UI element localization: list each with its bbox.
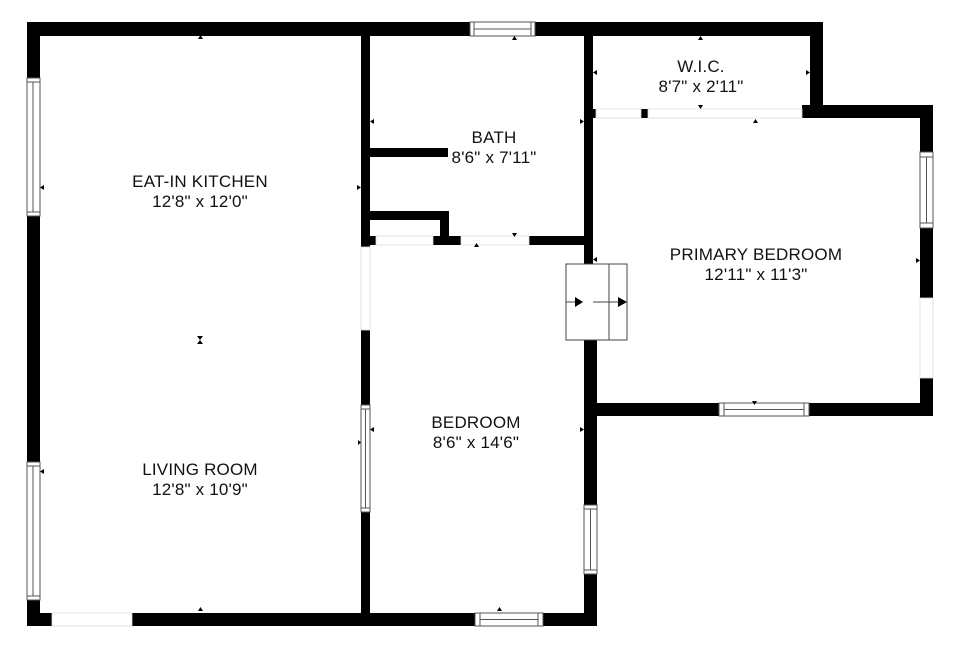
wall-primary-right-mid bbox=[920, 228, 933, 298]
room-eat-in-kitchen: EAT-IN KITCHEN 12'8" x 12'0" bbox=[132, 172, 268, 212]
wall-primary-bottom-left bbox=[585, 403, 719, 416]
opening-wic-door bbox=[595, 108, 642, 119]
wall-wic-bottom-a bbox=[590, 109, 596, 118]
wall-kitchen-bath bbox=[361, 22, 370, 247]
closet-sliding-door bbox=[565, 263, 628, 341]
wall-bath-bottom-c bbox=[529, 236, 587, 245]
wall-bath-bottom-b bbox=[433, 236, 461, 245]
room-name: BATH bbox=[471, 128, 517, 147]
window-bedroom-right bbox=[583, 504, 598, 575]
room-primary-bedroom: PRIMARY BEDROOM 12'11" x 11'3" bbox=[670, 245, 842, 285]
wall-primary-bottom-right bbox=[809, 403, 933, 416]
wall-bath-stub-1 bbox=[370, 148, 448, 157]
wall-top-left bbox=[27, 22, 470, 36]
room-name: PRIMARY BEDROOM bbox=[669, 245, 843, 264]
opening-bath-door-a bbox=[375, 235, 434, 246]
room-dimensions: 8'6" x 14'6" bbox=[432, 433, 520, 452]
wall-bath-bottom-a bbox=[361, 236, 376, 245]
dimension-markers bbox=[40, 35, 920, 611]
wall-bath-stub-3 bbox=[440, 211, 449, 245]
room-dimensions: 8'7" x 2'11" bbox=[658, 77, 744, 96]
room-name: W.I.C. bbox=[677, 57, 725, 76]
wall-wic-bottom-c bbox=[802, 105, 823, 118]
room-name: BEDROOM bbox=[431, 413, 521, 432]
wall-bath-right bbox=[584, 22, 593, 265]
wall-living-bedroom-upper bbox=[361, 330, 370, 405]
wall-bottom-right bbox=[543, 613, 597, 626]
wall-bath-stub-2 bbox=[370, 211, 449, 220]
wall-living-bedroom-lower bbox=[361, 512, 370, 626]
window-kitchen-left bbox=[26, 77, 41, 217]
room-dimensions: 12'8" x 12'0" bbox=[152, 192, 248, 211]
wall-top-right bbox=[535, 22, 823, 36]
opening-bath-door-b bbox=[460, 235, 530, 246]
room-dimensions: 12'8" x 10'9" bbox=[152, 480, 248, 499]
window-bedroom-bottom bbox=[474, 612, 544, 627]
room-wic: W.I.C. 8'7" x 2'11" bbox=[659, 57, 744, 97]
opening-living-bedroom bbox=[360, 246, 371, 331]
wall-bedroom-closet-wall bbox=[584, 340, 597, 415]
wall-primary-top bbox=[805, 105, 933, 118]
room-dimensions: 12'11" x 11'3" bbox=[704, 265, 808, 284]
wall-wic-right bbox=[810, 22, 823, 118]
room-living-room: LIVING ROOM 12'8" x 10'9" bbox=[142, 460, 258, 500]
opening-wic-primary bbox=[647, 108, 803, 119]
wall-bedroom-right-upper bbox=[584, 403, 597, 505]
wall-wic-bottom-b bbox=[641, 109, 648, 118]
wall-left-top bbox=[27, 22, 40, 78]
wall-primary-right-upper bbox=[920, 105, 933, 152]
wall-bottom-corner bbox=[27, 613, 52, 626]
wall-bottom-mid bbox=[132, 613, 475, 626]
opening-front-entry bbox=[51, 612, 133, 627]
room-name: LIVING ROOM bbox=[142, 460, 258, 479]
room-bath: BATH 8'6" x 7'11" bbox=[452, 128, 537, 168]
window-bath-top bbox=[469, 21, 536, 37]
room-bedroom: BEDROOM 8'6" x 14'6" bbox=[431, 413, 520, 453]
wall-left-mid bbox=[27, 216, 40, 462]
wall-bedroom-right-lower bbox=[584, 574, 597, 626]
window-primary-right bbox=[919, 151, 934, 229]
window-living-bedroom bbox=[360, 404, 371, 513]
opening-primary-right bbox=[919, 297, 934, 379]
window-living-left bbox=[26, 461, 41, 601]
window-primary-bottom bbox=[718, 402, 810, 417]
room-name: EAT-IN KITCHEN bbox=[132, 172, 268, 191]
room-dimensions: 8'6" x 7'11" bbox=[451, 148, 537, 167]
